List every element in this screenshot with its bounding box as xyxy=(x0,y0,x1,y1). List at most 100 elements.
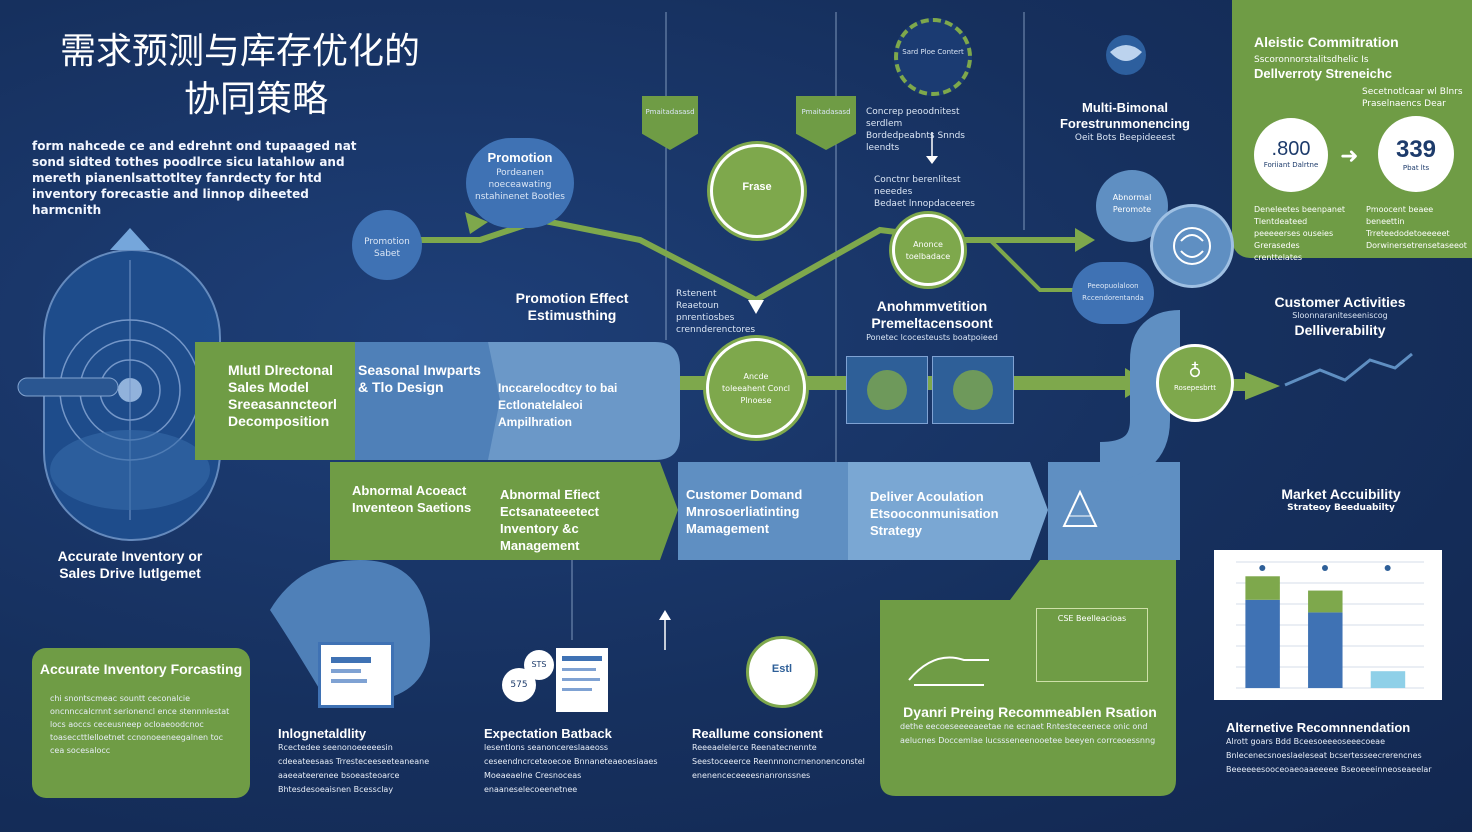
page-title: 需求预测与库存优化的 协同策略 xyxy=(60,28,480,124)
pricing-card: CSE Beelleacioas xyxy=(1036,608,1148,682)
metric-right-sub: Pbat lts xyxy=(1402,164,1430,172)
right-text-mid-2: Bedaet lnnopdaceeres xyxy=(874,199,975,209)
document-card xyxy=(318,642,394,708)
right-text-top-1: Concrep peoodnitest serdlem xyxy=(866,107,960,129)
multi-dim-title: Multi-Bimonal Forestrunmonencing xyxy=(1059,100,1190,131)
cust-title-2: Delliverability xyxy=(1294,322,1386,338)
band2-seg1: Abnormal Acoeact Inventeon Saetions xyxy=(352,483,472,515)
peeop-node: Peeopuolaloon Rccendorentanda xyxy=(1072,262,1154,324)
pricing-card-label: CSE Beelleacioas xyxy=(1057,614,1127,623)
house-node: Estl xyxy=(746,636,818,708)
frase-circle: Frase xyxy=(710,144,804,238)
metric-right: 339 Pbat lts xyxy=(1378,116,1454,192)
auto-replen-block: Anohmmvetition Premeltacensoont Ponetec … xyxy=(862,298,1002,344)
apple-node: ♁ Rosepesbrtt xyxy=(1156,344,1234,422)
bar-top-marker xyxy=(1259,565,1266,571)
title-line-1: 需求预测与库存优化的 xyxy=(60,31,421,72)
c5-title: Alternetive Recomnnendation xyxy=(1226,720,1411,735)
c4-title: Dyanri Preing Recommeablen Rsation xyxy=(903,704,1157,720)
band2-seg2: Abnormal Efiect Ectsanateeetect Inventor… xyxy=(500,487,600,553)
market-title: Market Accuibility xyxy=(1281,486,1401,502)
cust-sub: Sloonnaraniteseeniscog xyxy=(1292,311,1388,320)
hand-icon xyxy=(904,630,994,690)
promotion-sabet-label: Promotion Sabet xyxy=(364,237,410,259)
customer-activities: Customer Activities Sloonnaraniteseenisc… xyxy=(1250,294,1430,338)
promo-effect-title: Promotion Effect Estimusthing xyxy=(515,290,629,323)
right-text-top: Concrep peoodnitest serdlem Bordedpeabnt… xyxy=(866,106,996,154)
bar xyxy=(1245,599,1280,688)
cust-title: Customer Activities xyxy=(1274,294,1406,310)
tr-body-right: Pmoocent beaee beneettin Trreteedodetoee… xyxy=(1366,205,1467,250)
promo-effect-block: Promotion Effect Estimusthing xyxy=(492,290,652,324)
promo-effect-sub: Rstenent Reaetoun pnrentiosbes crenndere… xyxy=(676,289,756,335)
multi-dim-sub: Oeit Bots Beepideeest xyxy=(1074,133,1176,143)
market-sub: Strateoy Beeduabilty xyxy=(1287,503,1395,513)
band1-node-label: Ancde toleeahent Concl Plnoese xyxy=(722,372,790,405)
accurate-forecast-title: Accurate Inventory Forcasting xyxy=(39,661,243,677)
left-caption-text: Accurate Inventory or Sales Drive lutlge… xyxy=(57,548,203,581)
left-caption: Accurate Inventory or Sales Drive lutlge… xyxy=(40,548,220,582)
c1-title: Inlognetaldlity xyxy=(278,726,367,741)
top-right-panel: Aleistic Commitration Sscoronnorstalitsd… xyxy=(1232,0,1472,262)
bar-chart xyxy=(1236,561,1424,689)
metric-left: .800 Foriiant Dalrtne xyxy=(1254,118,1328,192)
accurate-forecast-body: chi snontscmeac sountt ceconalcie oncnnc… xyxy=(50,694,230,755)
shield-left-label: Pmaitadasasd xyxy=(645,108,695,116)
promotion-sub: Pordeanen noeceawating nstahinenet Bootl… xyxy=(475,168,565,202)
bar xyxy=(1308,590,1343,613)
auto-replen-title: Anohmmvetition Premeltacensoont xyxy=(871,298,993,331)
c1-body: Rcectedee seenonoeeeeesin cdeeateesaas T… xyxy=(278,743,430,794)
abnormal-peromote-label: Abnormal Peromote xyxy=(1112,193,1152,214)
band1-seg2: Seasonal Inwparts & Tlo Design xyxy=(358,362,481,395)
promotion-node: Promotion Pordeanen noeceawating nstahin… xyxy=(466,138,574,228)
flask-icon xyxy=(1058,488,1102,532)
multi-dim-block: Multi-Bimonal Forestrunmonencing Oeit Bo… xyxy=(1050,100,1200,144)
c2-body: lesentlons seanoncereslaaeoss ceseendncr… xyxy=(484,743,658,794)
accurate-forecast-box: Accurate Inventory Forcasting chi snonts… xyxy=(32,648,250,798)
metric-right-value: 339 xyxy=(1395,136,1437,163)
ring-logo: Sard Ploe Contert xyxy=(894,18,972,96)
mini-globe-1 xyxy=(846,356,928,424)
radar-graphic xyxy=(17,228,221,541)
tr-body-left: Deneleetes beenpanet Tlentdeateed peeeee… xyxy=(1254,205,1346,262)
band1-seg3: Inccarelocdtcy to bai Ectlonatelaleoi Am… xyxy=(498,381,618,429)
mid-green-node: Anonce toelbadace xyxy=(892,214,964,286)
right-text-top-2: Bordedpeabnts Snnds leendts xyxy=(866,131,965,153)
band1-node: Ancde toleeahent Concl Plnoese xyxy=(706,338,806,438)
bottom-col-3: Reallume consionent Reeeaelelerce Reenat… xyxy=(692,726,872,783)
bottom-col-5: Alternetive Recomnnendation Alrott goars… xyxy=(1226,720,1446,777)
market-block: Market Accuibility Strateoy Beeduabilty xyxy=(1256,486,1426,514)
mid-green-node-label: Anonce toelbadace xyxy=(905,240,951,261)
peeop-label: Peeopuolaloon Rccendorentanda xyxy=(1082,282,1144,302)
right-text-mid: Conctnr berenlitest neeedes Bedaet lnnop… xyxy=(874,174,994,210)
bar-top-marker xyxy=(1321,565,1328,571)
arrow-right-icon: ➜ xyxy=(1340,144,1359,169)
apple-icon: ♁ xyxy=(1188,361,1202,382)
bottom-col-4: Dyanri Preing Recommeablen Rsation dethe… xyxy=(900,704,1160,748)
c4-body: dethe eecoeseeeeaeetae ne ecnaet Rnteste… xyxy=(900,722,1156,745)
metric-left-value: .800 xyxy=(1271,138,1311,160)
promotion-sabet-node: Promotion Sabet xyxy=(352,210,422,280)
c3-body: Reeeaelelerce Reenatecnennte Seestoceeer… xyxy=(692,743,865,780)
tr-title-5: Praselnaencs Dear xyxy=(1362,99,1446,109)
bottom-col-2: Expectation Batback lesentlons seanoncer… xyxy=(484,726,664,797)
brain-icon xyxy=(1150,204,1234,288)
ring-logo-label: Sard Ploe Contert xyxy=(902,48,964,56)
tr-title-4: Secetnotlcaar wl Blnrs xyxy=(1362,87,1463,97)
bar-chart-panel xyxy=(1214,550,1442,700)
report-card xyxy=(556,648,608,712)
band2-seg3: Customer Domand Mnrosoerliatinting Mamag… xyxy=(686,487,803,536)
right-text-mid-1: Conctnr berenlitest neeedes xyxy=(874,175,961,197)
metric-left-sub: Foriiant Dalrtne xyxy=(1263,161,1319,169)
tr-title-3: Dellverroty Streneichc xyxy=(1254,66,1393,81)
title-line-2: 协同策略 xyxy=(184,79,329,120)
tr-title-2: Sscoronnorstalitsdhelic Is xyxy=(1254,55,1369,65)
promotion-title: Promotion xyxy=(487,150,553,165)
globe-icon xyxy=(1096,30,1156,80)
c2-title: Expectation Batback xyxy=(484,726,612,741)
house-label: Estl xyxy=(771,663,793,675)
c3-title: Reallume consionent xyxy=(692,726,823,741)
badge-1: STS xyxy=(524,650,554,680)
